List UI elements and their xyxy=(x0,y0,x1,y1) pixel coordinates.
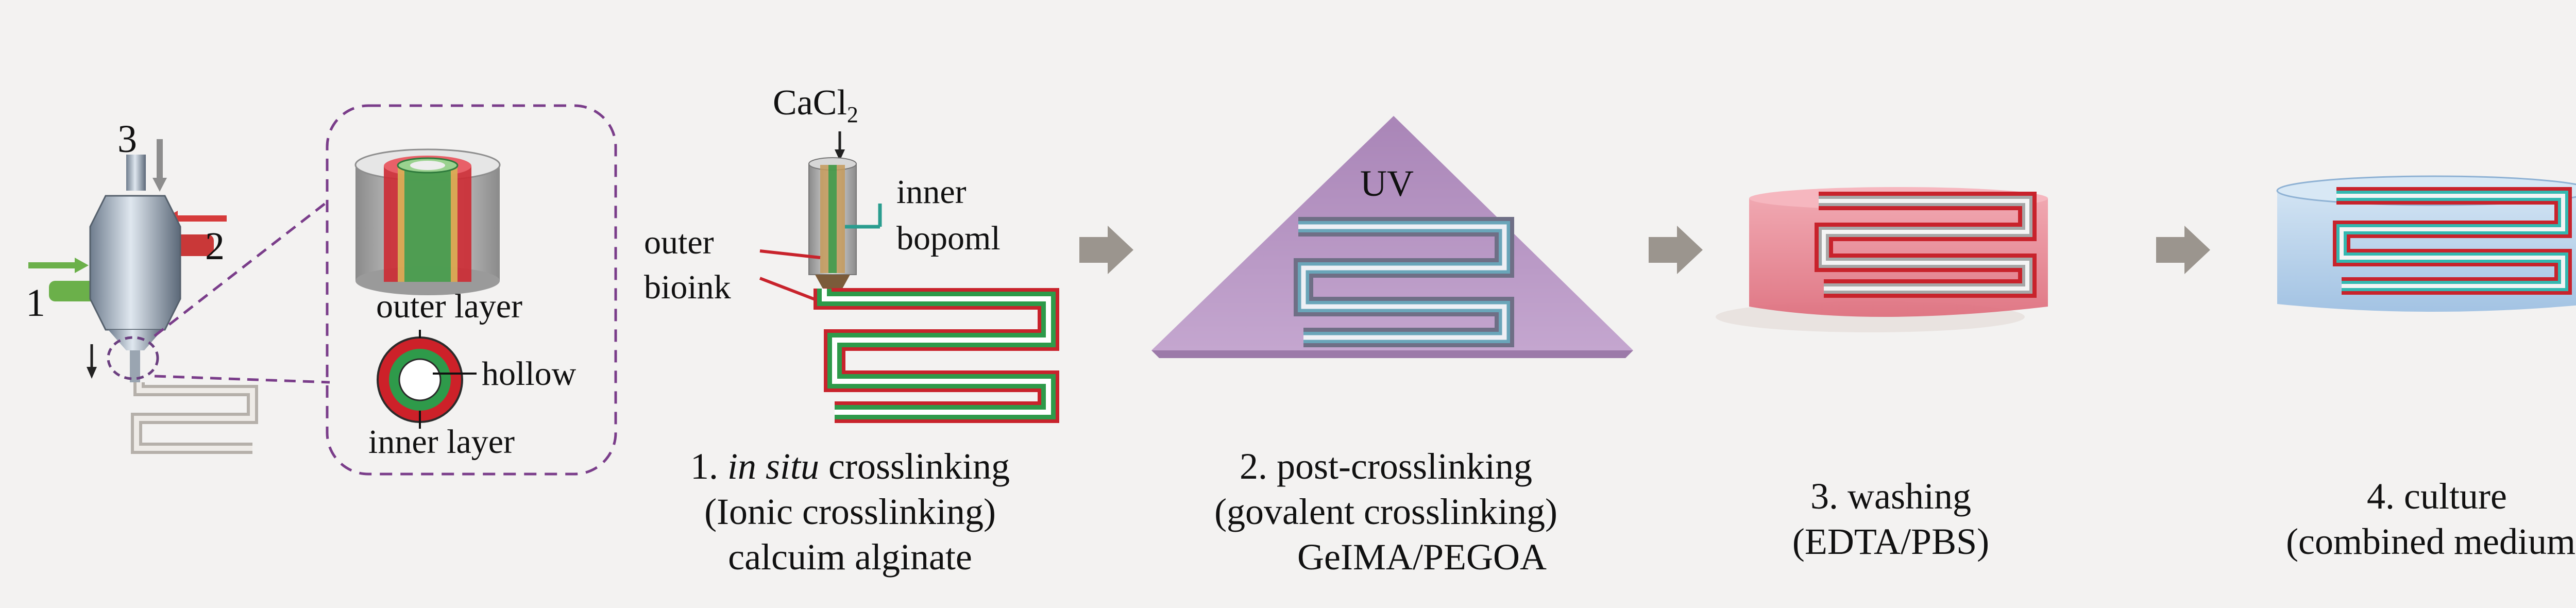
tube-hollow-top xyxy=(410,161,445,170)
step4-caption: 4. culture (combined medium) xyxy=(2257,474,2576,565)
wash-serpentine-hollow xyxy=(1819,199,2029,291)
port-2-label: 2 xyxy=(205,225,225,268)
cacl2-arrow-head xyxy=(835,149,845,161)
top-stem xyxy=(126,155,146,191)
outer-bioink-pointer-1 xyxy=(759,249,821,259)
step2-caption-line3: GeIMA/PEGOA xyxy=(1297,536,1547,578)
nozzle-body xyxy=(89,195,181,331)
port-1-label: 1 xyxy=(26,281,45,325)
step-arrow-3 xyxy=(2156,226,2210,274)
ring-hollow xyxy=(398,358,442,401)
step-arrow-1 xyxy=(1079,226,1133,274)
step1-caption-line2: (Ionic crosslinking) xyxy=(704,491,996,532)
inlet-arrow-3-head xyxy=(152,178,167,192)
printing-nozzle-core xyxy=(828,165,837,273)
nozzle-needle xyxy=(130,350,140,382)
nozzle-taper xyxy=(108,330,162,350)
serpentine-outer xyxy=(814,288,1059,423)
step3-caption: 3. washing (EDTA/PBS) xyxy=(1772,474,2009,565)
port-1-tube xyxy=(49,281,98,301)
cacl2-label: CaCl2 xyxy=(773,85,858,126)
step2-caption-line2: (govalent crosslinking) xyxy=(1214,491,1557,532)
step4-caption-line1: 4. culture xyxy=(2367,476,2507,517)
zoom-connector-bottom xyxy=(154,375,330,384)
outer-bioink-label: bioink xyxy=(644,268,731,306)
printed-filament-core xyxy=(134,382,255,451)
step2-caption-line1: 2. post-crosslinking xyxy=(1240,446,1532,487)
step1-number: 1. xyxy=(690,446,718,487)
inner-bioink-label: bopoml xyxy=(896,219,1001,257)
tube-inner-green xyxy=(404,165,451,282)
step1-italic: in situ xyxy=(727,446,820,487)
printing-nozzle-tip xyxy=(815,275,850,289)
step1-caption-line3: calcuim alginate xyxy=(728,536,972,578)
hollow-label: hollow xyxy=(482,355,577,393)
step1-caption-line1: 1. in situ crosslinking xyxy=(670,444,1030,489)
outer-bioink-pointer-2 xyxy=(759,277,821,303)
step1-printing xyxy=(759,131,1059,423)
step4-culture xyxy=(2276,175,2576,312)
serpentine-hollow xyxy=(822,289,1051,415)
step4-caption-line2: (combined medium) xyxy=(2286,520,2576,562)
step3-caption-line2: (EDTA/PBS) xyxy=(1792,520,1990,562)
uv-label: UV xyxy=(1360,163,1414,204)
zoom-panel-border xyxy=(326,104,617,476)
coaxial-nozzle-device xyxy=(28,139,258,454)
outer-layer-label: outer layer xyxy=(376,288,523,325)
uv-triangle-base xyxy=(1151,350,1633,358)
step3-caption-line1: 3. washing xyxy=(1810,476,1971,517)
port-3-label: 3 xyxy=(117,117,137,161)
step2-caption: 2. post-crosslinking (govalent crosslink… xyxy=(1195,444,1577,580)
cacl2-main: CaCl xyxy=(773,83,847,123)
step3-washing xyxy=(1716,187,2048,332)
step1-rest: crosslinking xyxy=(828,446,1010,487)
step1-caption: 1. in situ crosslinking (Ionic crosslink… xyxy=(670,444,1030,580)
culture-serpentine-hollow xyxy=(2336,194,2565,288)
inlet-arrow-1-head xyxy=(75,258,89,273)
tip-highlight-circle xyxy=(107,336,159,380)
inner-label: inner xyxy=(896,173,967,211)
extrusion-arrow-head xyxy=(87,367,97,379)
inner-layer-label: inner layer xyxy=(368,423,515,461)
cross-section-panel xyxy=(326,104,617,476)
cacl2-subscript: 2 xyxy=(846,102,858,127)
step-arrow-2 xyxy=(1649,226,1703,274)
uv-serpentine-hollow xyxy=(1298,224,1507,340)
outer-label: outer xyxy=(644,224,714,261)
step2-uv xyxy=(1151,116,1633,358)
